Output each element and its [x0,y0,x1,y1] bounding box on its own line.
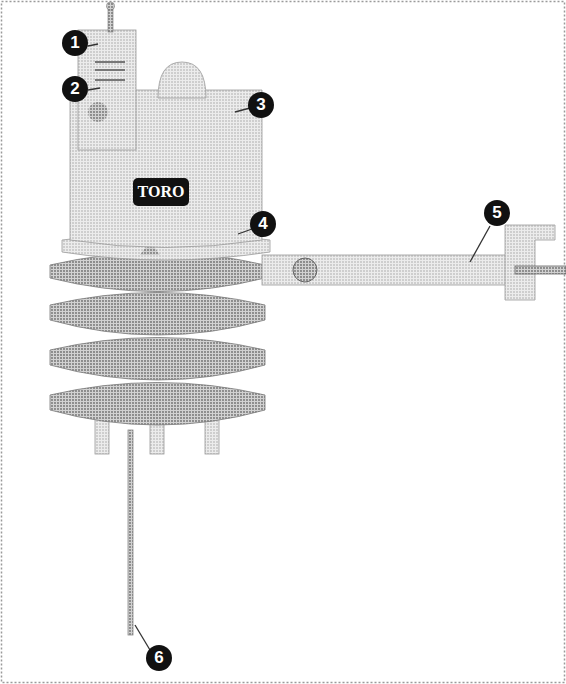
callout-number: 1 [62,30,88,56]
callout-number: 5 [484,200,510,226]
callout-number: 4 [250,211,276,237]
mounting-arm [262,225,566,300]
probe-rod [128,430,133,635]
leader-lines [88,44,490,650]
callout-number: 2 [62,76,88,102]
radiation-shield [50,253,265,426]
sensor-body [70,90,262,248]
brand-logo: TORO [133,178,189,206]
callout-number: 6 [146,645,172,671]
rain-dome [158,62,206,98]
callout-number: 3 [248,92,274,118]
